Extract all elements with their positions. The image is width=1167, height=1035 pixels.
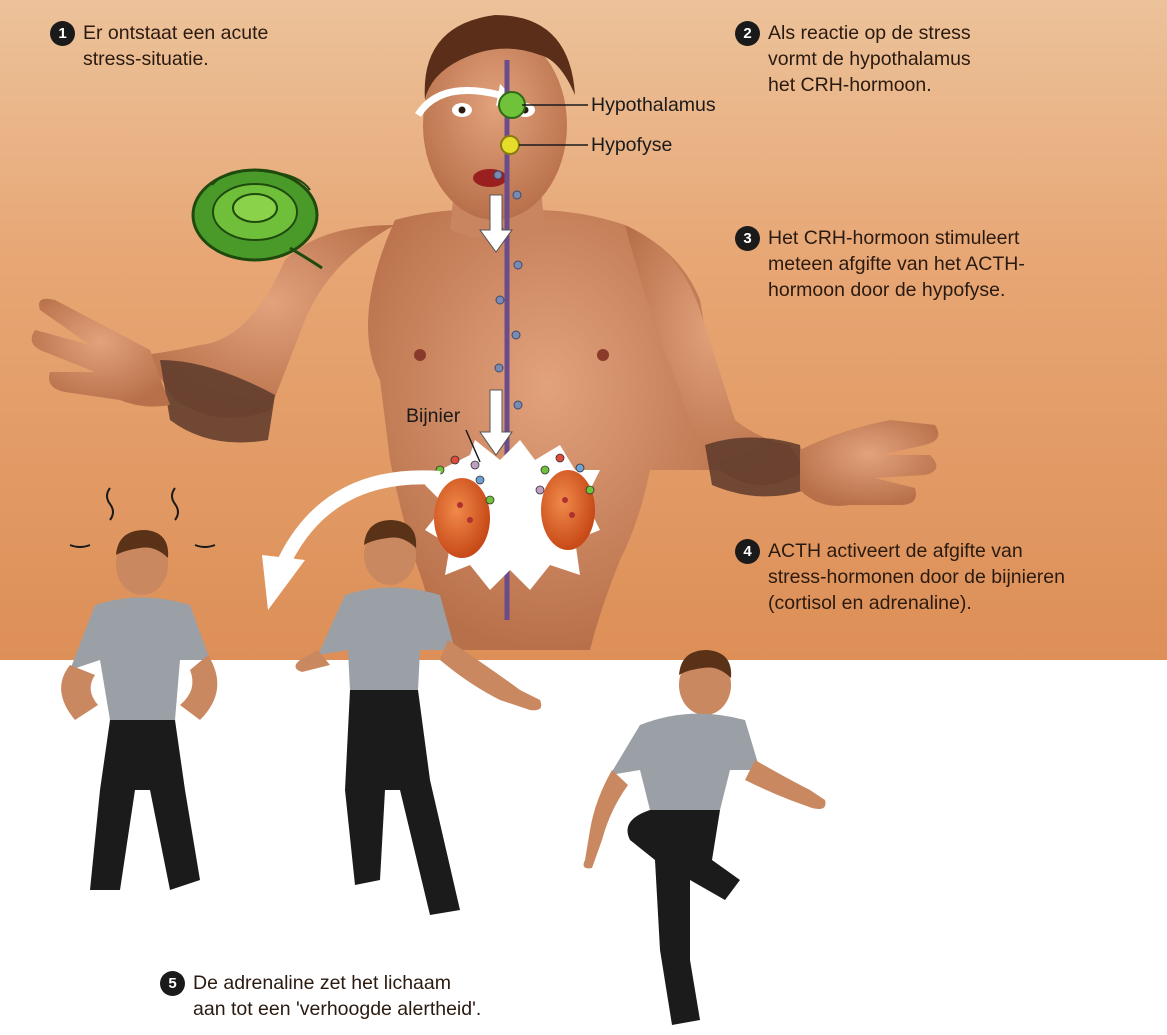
step-number-badge: 1 bbox=[50, 21, 75, 46]
step-number-badge: 2 bbox=[735, 21, 760, 46]
left-kidney bbox=[434, 478, 490, 558]
figure-running bbox=[584, 650, 826, 1025]
step-2: 2 Als reactie op de stress vormt de hypo… bbox=[735, 20, 971, 98]
hypofyse-gland bbox=[501, 136, 519, 154]
step-number-badge: 5 bbox=[160, 971, 185, 996]
step-text: ACTH activeert de afgifte van stress-hor… bbox=[768, 538, 1065, 616]
right-forearm-sleeve bbox=[705, 438, 805, 497]
hypothalamus-gland bbox=[499, 92, 525, 118]
left-hand bbox=[32, 299, 170, 407]
step-4: 4 ACTH activeert de afgifte van stress-h… bbox=[735, 538, 1065, 616]
step-number-badge: 4 bbox=[735, 539, 760, 564]
step-text: De adrenaline zet het lichaam aan tot ee… bbox=[193, 970, 481, 1022]
step-3: 3 Het CRH-hormoon stimuleert meteen afgi… bbox=[735, 225, 1025, 303]
right-kidney bbox=[541, 470, 595, 550]
right-nipple bbox=[597, 349, 609, 361]
step-number-badge: 3 bbox=[735, 226, 760, 251]
step-text: Het CRH-hormoon stimuleert meteen afgift… bbox=[768, 225, 1025, 303]
right-hand bbox=[800, 420, 938, 506]
bijnier-label: Bijnier bbox=[406, 405, 460, 428]
step-text: Als reactie op de stress vormt de hypoth… bbox=[768, 20, 971, 98]
hypothalamus-label: Hypothalamus bbox=[591, 94, 716, 117]
step-1: 1 Er ontstaat een acute stress-situatie. bbox=[50, 20, 268, 72]
step-5: 5 De adrenaline zet het lichaam aan tot … bbox=[160, 970, 481, 1022]
left-nipple bbox=[414, 349, 426, 361]
step-text: Er ontstaat een acute stress-situatie. bbox=[83, 20, 268, 72]
hypofyse-label: Hypofyse bbox=[591, 134, 672, 157]
mouth bbox=[473, 169, 507, 187]
